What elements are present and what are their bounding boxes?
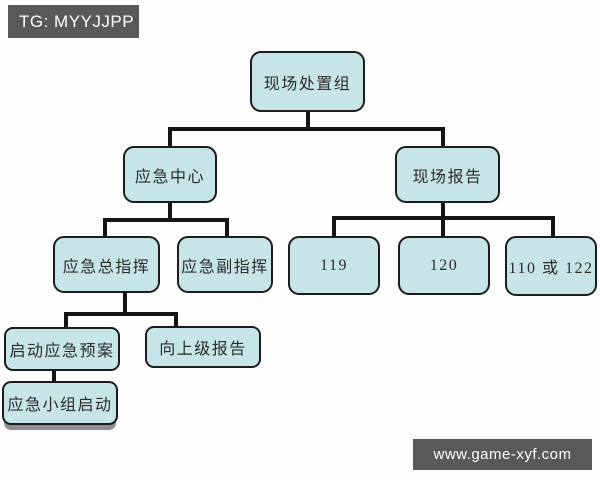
connector-start-plan-stem [52,369,56,382]
connector-drop-chief-commander [103,218,107,237]
watermark-url-badge: www.game-xyf.com [413,439,592,470]
node-deputy-commander: 应急副指挥 [177,236,273,293]
connector-actions-hbar [64,312,178,316]
node-site-report: 现场报告 [395,146,500,203]
connector-phones-hbar [332,216,555,220]
connector-emergency-center-stem [168,201,172,222]
connector-chief-stem [123,291,127,315]
node-call-119: 119 [288,236,380,295]
connector-drop-report-superior [174,312,178,327]
node-report-superior: 向上级报告 [145,326,261,368]
connector-drop-110-122 [551,216,555,237]
connector-drop-deputy-commander [225,218,229,237]
node-root: 现场处置组 [250,51,365,112]
node-call-110-122: 110 或 122 [505,236,597,296]
connector-drop-emergency-center [168,127,172,147]
node-chief-commander: 应急总指挥 [53,236,160,293]
connector-drop-site-report [441,127,445,147]
connector-level1-hbar [168,127,445,131]
connector-drop-start-plan [64,312,68,328]
node-call-120: 120 [398,236,490,295]
tg-tag-badge: TG: MYYJJPP [8,5,139,38]
connector-commanders-hbar [103,218,229,222]
connector-drop-119 [332,216,336,237]
node-start-plan: 启动应急预案 [4,327,120,371]
node-emergency-center: 应急中心 [123,146,217,203]
node-team-start: 应急小组启动 [2,381,118,425]
connector-root-stem [306,110,310,131]
